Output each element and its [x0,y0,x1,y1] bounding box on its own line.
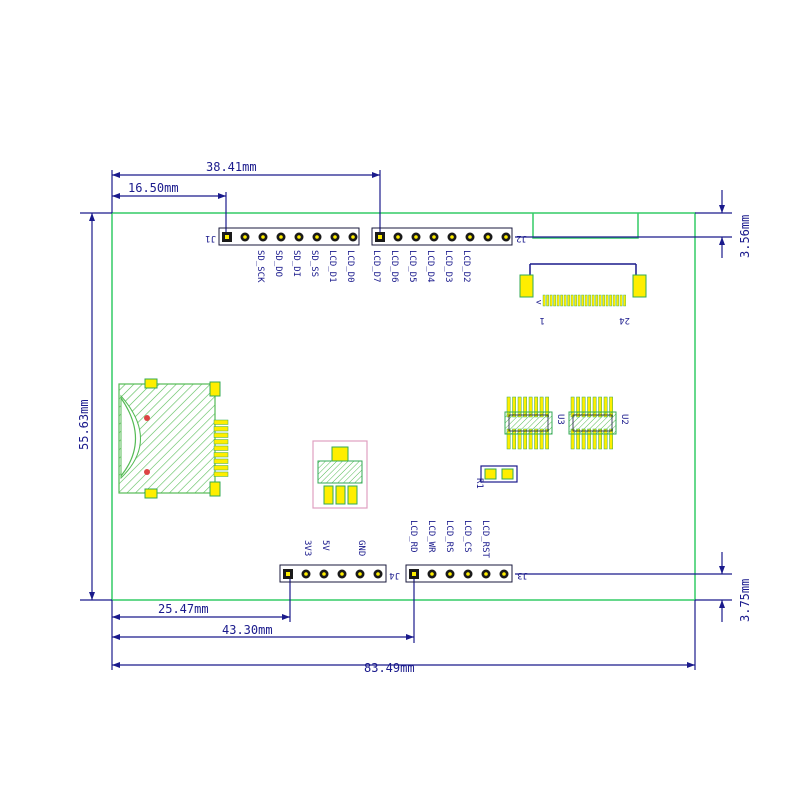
dim-j3-offset-label: 43.30mm [222,623,273,637]
j2-pin-label: LCD_D7 [371,250,381,283]
board-outline [111,212,696,601]
sd-card-slot [118,378,229,499]
ic-u2: U2 [568,396,629,450]
dim-height: 55.63mm [77,212,112,601]
connector-j3: J3 LCD_RD LCD_WR LCD_RS LCD_CS LCD_RST [405,520,528,583]
fpc-pin24-label: 24 [619,315,630,325]
j3-pin-label: LCD_WR [426,520,436,553]
connector-j2: J2 LCD_D7 LCD_D6 LCD_D5 LCD_D4 LCD_D3 LCD_D2 [371,227,527,283]
j2-pin-label: LCD_D4 [425,250,435,283]
dim-top-margin-label: 3.56mm [738,215,752,258]
j1-pin-label: SD_SCK [255,250,265,283]
fpc-pin1-label: 1 [540,315,545,325]
j3-pin-label: LCD_RD [408,520,418,553]
j4-pin-label: GND [356,540,366,556]
j1-pin-label: LCD_D1 [327,250,337,283]
fpc-connector: < 1 24 [519,263,647,325]
u2-ref: U2 [619,414,629,425]
svg-text:<: < [536,298,542,308]
u3-ref: U3 [555,414,565,425]
j1-ref: J1 [205,233,216,243]
ic-u3: U3 [504,396,565,450]
dim-height-label: 55.63mm [77,399,91,450]
j3-pin-label: LCD_CS [462,520,472,553]
voltage-regulator [312,440,368,509]
dim-bottom-margin: 3.75mm [515,552,752,622]
j3-ref: J3 [517,570,528,580]
resistor-r1: R1 [474,465,518,489]
j1-pin-label: SD_DO [273,250,283,277]
j4-pin-label: 5V [320,540,330,551]
dim-top-margin: 3.56mm [515,190,752,258]
j4-pin-label: 3V3 [302,540,312,556]
dim-j4-offset: 25.47mm [111,573,291,670]
dim-j4-offset-label: 25.47mm [158,602,209,616]
dim-j1-offset-label: 16.50mm [128,181,179,195]
connector-j1: J1 SD_SCK SD_DO SD_DI SD_SS LCD_D1 LCD_D0 [205,227,360,283]
dim-bottom-margin-label: 3.75mm [738,579,752,622]
dim-j2-offset: 38.41mm [111,160,381,233]
dim-width: 83.49mm [112,600,696,675]
dim-j2-offset-label: 38.41mm [206,160,257,174]
j1-pin-label: LCD_D0 [345,250,355,283]
j1-pin-label: SD_DI [291,250,301,277]
j2-pin-label: LCD_D6 [389,250,399,283]
j2-pin-label: LCD_D3 [443,250,453,283]
board-notch [532,213,639,239]
r1-ref: R1 [474,478,484,489]
j4-ref: J4 [389,570,400,580]
j1-pin-label: SD_SS [309,250,319,277]
j2-ref: J2 [516,233,527,243]
connector-j4: J4 3V3 5V GND [279,540,400,583]
j3-pin-label: LCD_RST [480,520,490,559]
dim-j3-offset: 43.30mm [112,573,415,643]
j2-pin-label: LCD_D2 [461,250,471,283]
dim-j1-offset: 16.50mm [112,181,227,233]
j3-pin-label: LCD_RS [444,520,454,553]
dim-width-label: 83.49mm [364,661,415,675]
j2-pin-label: LCD_D5 [407,250,417,283]
